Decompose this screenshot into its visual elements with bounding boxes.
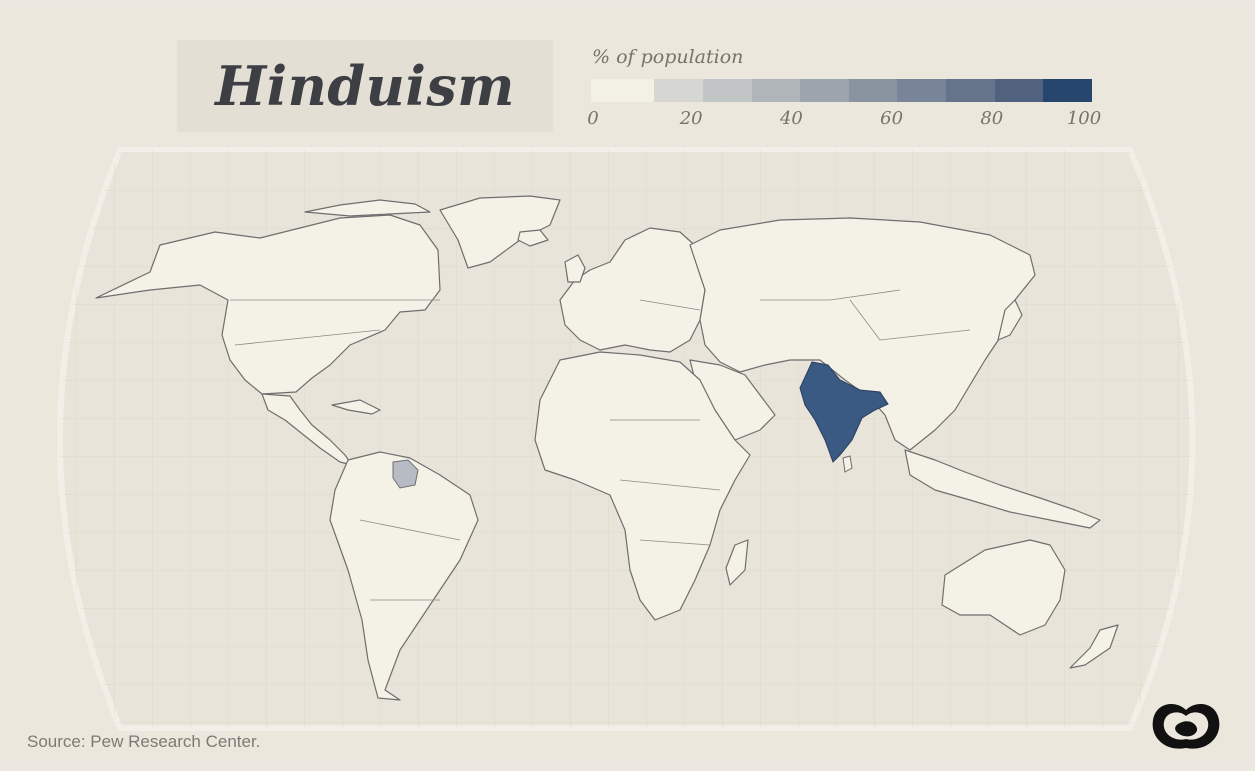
region-africa [534,351,751,621]
legend-tick-label: 20 [679,108,703,129]
country-borders [230,289,971,601]
region-sri-lanka [842,455,853,473]
legend-tick-label: 100 [1066,108,1102,129]
visual-capitalist-logo-icon [1148,698,1224,759]
legend-tick-label: 60 [880,108,904,129]
region-canadian-arctic [304,199,431,217]
source-note: Source: Pew Research Center. [27,732,261,751]
legend-swatch [1043,79,1092,102]
legend-swatch [591,79,655,102]
region-south-america [329,451,479,701]
region-japan [997,299,1023,341]
legend-swatch [897,79,947,102]
region-north-america [95,214,441,395]
region-new-zealand [1069,624,1119,669]
region-madagascar [725,539,749,586]
legend-color-scale [591,79,1092,102]
legend-swatch [751,79,801,102]
legend-tick-label: 80 [980,108,1004,129]
map-title: Hinduism [215,54,515,118]
region-uk [564,254,586,283]
title-box: Hinduism [177,40,553,132]
legend-swatch [800,79,849,102]
legend-swatch [946,79,995,102]
legend-swatch [848,79,898,102]
region-iceland [517,229,549,247]
legend-swatch [654,79,703,102]
legend-tick-label: 0 [587,108,599,129]
region-india [799,361,889,463]
region-guyana-suriname [392,459,419,489]
legend-swatch [994,79,1044,102]
region-southeast-asia [904,449,1101,529]
region-asia [689,217,1036,451]
legend-tick-label: 40 [779,108,803,129]
legend-swatch [702,79,752,102]
legend-title: % of population [592,46,744,68]
region-australia [941,539,1066,636]
region-caribbean [331,399,381,415]
